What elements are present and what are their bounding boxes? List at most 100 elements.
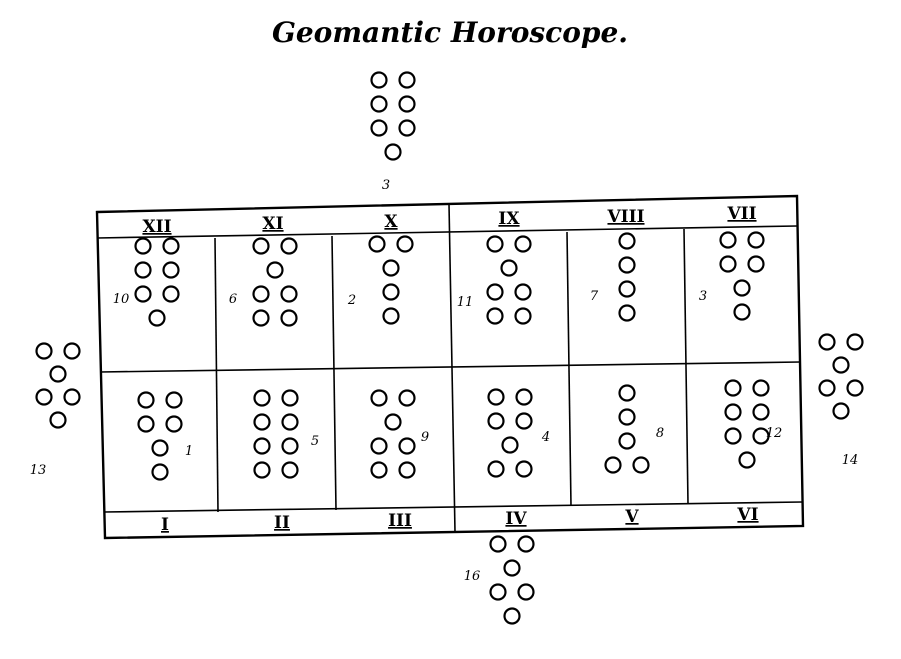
geomancy-point — [382, 307, 400, 325]
house-numeral-bottom: VI — [736, 505, 758, 525]
figure-10: 10 — [113, 237, 180, 327]
geomancy-point — [752, 379, 770, 397]
figure-number-label: 12 — [766, 426, 783, 441]
geomancy-point — [252, 309, 270, 327]
geomancy-point — [517, 535, 535, 553]
geomancy-point — [724, 403, 742, 421]
geomancy-point — [281, 437, 299, 455]
geomancy-point — [501, 436, 519, 454]
geomancy-point — [280, 237, 298, 255]
geomancy-point — [752, 403, 770, 421]
cell-separator — [683, 228, 689, 505]
figure-3b: 3 — [699, 231, 765, 321]
geomancy-point — [724, 379, 742, 397]
geomancy-point — [733, 303, 751, 321]
geomancy-point — [370, 71, 388, 89]
geomancy-point — [253, 389, 271, 407]
geomancy-point — [266, 261, 284, 279]
geomancy-point — [134, 285, 152, 303]
geomancy-point — [134, 261, 152, 279]
geomancy-point — [49, 411, 67, 429]
geomancy-point — [370, 95, 388, 113]
geomancy-point — [252, 237, 270, 255]
geomancy-point — [503, 607, 521, 625]
geomancy-point — [747, 255, 765, 273]
geomancy-point — [846, 379, 864, 397]
geomancy-point — [618, 256, 636, 274]
geomancy-point — [165, 391, 183, 409]
geomancy-point — [514, 283, 532, 301]
geomancy-point — [253, 461, 271, 479]
diagram-title: Geomantic Horoscope. — [272, 16, 628, 49]
geomancy-point — [515, 460, 533, 478]
cell-separator — [214, 237, 219, 513]
figure-number-label: 3 — [699, 289, 707, 304]
geomancy-point — [162, 261, 180, 279]
figure-16: 16 — [464, 535, 535, 625]
geomancy-point — [398, 71, 416, 89]
geomancy-point — [253, 437, 271, 455]
figure-number-label: 14 — [842, 453, 859, 468]
geomancy-point — [280, 285, 298, 303]
figure-12: 12 — [724, 379, 783, 469]
geomancy-point — [515, 412, 533, 430]
figure-number-label: 8 — [656, 426, 664, 441]
geomancy-point — [370, 389, 388, 407]
geomancy-point — [281, 461, 299, 479]
geomancy-point — [517, 583, 535, 601]
geomancy-point — [280, 309, 298, 327]
house-numeral-bottom: I — [161, 515, 169, 535]
geomancy-point — [489, 583, 507, 601]
geomancy-point — [151, 463, 169, 481]
geomancy-point — [752, 427, 770, 445]
figure-11: 11 — [457, 235, 532, 325]
houses-frame — [95, 194, 805, 540]
house-numeral-top: IX — [498, 209, 520, 229]
house-numeral-bottom: V — [624, 507, 639, 527]
geomancy-point — [514, 307, 532, 325]
geomancy-point — [618, 432, 636, 450]
figure-1: 1 — [137, 391, 193, 481]
house-numeral-top: VII — [726, 204, 756, 224]
figure-number-label: 10 — [113, 292, 130, 307]
geomancy-point — [832, 356, 850, 374]
geomancy-point — [618, 280, 636, 298]
geomancy-point — [489, 535, 507, 553]
geomancy-point — [818, 379, 836, 397]
geomancy-point — [137, 415, 155, 433]
bottom-strip-line — [103, 501, 803, 513]
figure-number-label: 16 — [464, 569, 481, 584]
geomancy-point — [35, 388, 53, 406]
cell-separator — [566, 231, 572, 507]
geomancy-point — [398, 437, 416, 455]
geomancy-point — [162, 237, 180, 255]
geomancy-point — [500, 259, 518, 277]
geomancy-point — [370, 119, 388, 137]
geomancy-point — [487, 460, 505, 478]
geomancy-point — [148, 309, 166, 327]
geomancy-point — [252, 285, 270, 303]
geomancy-point — [398, 461, 416, 479]
geomancy-point — [487, 388, 505, 406]
geomancy-point — [63, 388, 81, 406]
geomancy-point — [382, 259, 400, 277]
figure-number-label: 2 — [347, 293, 356, 308]
geomancy-point — [368, 235, 386, 253]
figure-6: 6 — [229, 237, 298, 327]
figure-4: 4 — [487, 388, 550, 478]
geomancy-point — [618, 384, 636, 402]
figure-number-label: 13 — [30, 463, 47, 478]
geomancy-point — [487, 412, 505, 430]
cell-separator — [331, 235, 337, 511]
house-numeral-top: XI — [262, 214, 283, 234]
figure-number-label: 4 — [541, 430, 550, 445]
geomancy-point — [719, 231, 737, 249]
geomancy-point — [398, 95, 416, 113]
figure-number-label: 6 — [229, 292, 237, 307]
figure-7: 7 — [590, 232, 636, 322]
geomancy-point — [281, 389, 299, 407]
geomancy-point — [719, 255, 737, 273]
